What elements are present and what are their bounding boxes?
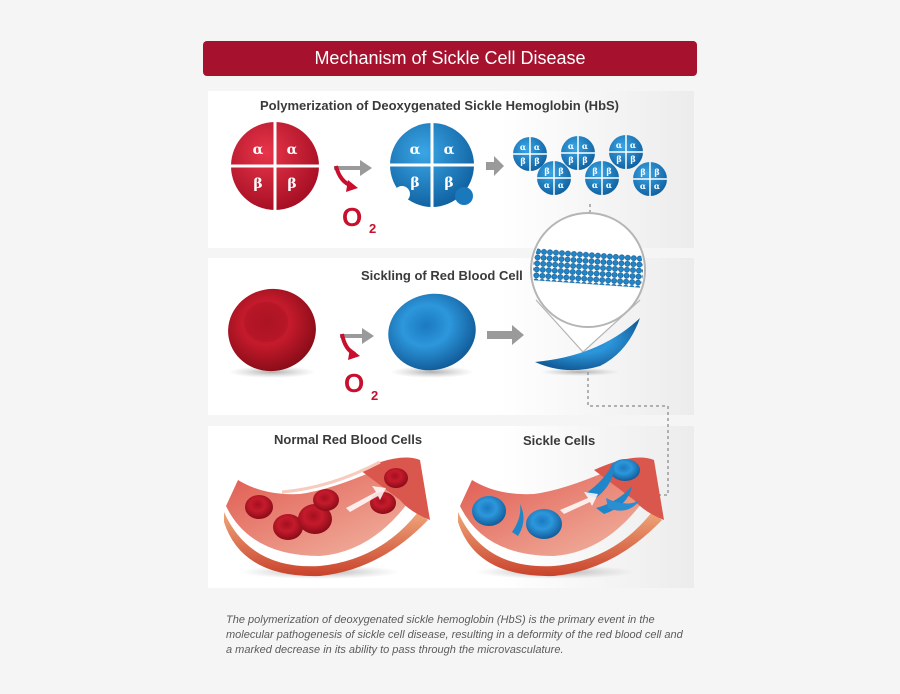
svg-text:β: β	[582, 155, 587, 165]
svg-text:β: β	[568, 155, 573, 165]
shadow	[540, 368, 620, 376]
shadow	[228, 366, 316, 378]
svg-text:α: α	[558, 180, 564, 190]
red-blood-cell	[384, 468, 408, 488]
sickle-cell	[606, 498, 640, 511]
svg-text:β: β	[630, 154, 635, 164]
oxygen-symbol-2: O 2	[344, 368, 378, 403]
beta-subunit-label: β	[444, 175, 453, 191]
alpha-subunit-label: α	[253, 142, 264, 158]
svg-text:β: β	[654, 167, 659, 177]
svg-text:α: α	[592, 180, 598, 190]
svg-text:β: β	[534, 156, 539, 166]
flow-arrow	[346, 486, 386, 512]
deoxygenation-arrow-2	[340, 328, 374, 360]
sickling-arrow	[487, 325, 524, 345]
shadow	[390, 366, 474, 378]
svg-text:α: α	[520, 142, 526, 152]
svg-text:β: β	[616, 154, 621, 164]
sickling-heading: Sickling of Red Blood Cell	[361, 268, 523, 283]
svg-text:β: β	[640, 167, 645, 177]
deoxygenation-arrow-1	[334, 160, 372, 192]
red-blood-cell	[273, 514, 303, 540]
beta-subunit-label: β	[287, 176, 296, 192]
svg-text:α: α	[568, 141, 574, 151]
red-blood-cell	[298, 504, 332, 534]
normal-hemoglobin-tetramer: α α β β	[231, 122, 319, 210]
alpha-subunit-label: α	[410, 142, 421, 158]
sickle-cell	[585, 462, 615, 498]
oxygen-label: O	[342, 202, 362, 232]
oxygen-symbol-1: O 2	[342, 202, 376, 236]
red-blood-cell	[370, 492, 396, 514]
alpha-subunit-label: α	[287, 142, 298, 158]
svg-text:α: α	[640, 181, 646, 191]
sickled-cell	[535, 318, 640, 371]
svg-text:α: α	[606, 180, 612, 190]
sickle-cell	[610, 459, 640, 481]
sickle-hemoglobin-tetramer: α α β β	[390, 123, 474, 207]
polymerization-heading: Polymerization of Deoxygenated Sickle He…	[260, 98, 620, 113]
sickle-cell	[472, 496, 506, 526]
normal-blood-vessel	[224, 457, 430, 577]
diagram-title: Mechanism of Sickle Cell Disease	[203, 41, 697, 76]
sickle-cells-heading: Sickle Cells	[523, 433, 596, 448]
beta-subunit-label: β	[410, 175, 419, 191]
svg-text:α: α	[630, 140, 636, 150]
sickle-blood-vessel	[458, 457, 664, 577]
sickle-cell	[512, 504, 524, 536]
red-blood-cell	[313, 489, 339, 511]
svg-text:α: α	[534, 142, 540, 152]
svg-text:α: α	[654, 181, 660, 191]
red-blood-cell	[245, 495, 273, 519]
svg-text:β: β	[592, 166, 597, 176]
svg-text:α: α	[544, 180, 550, 190]
oxygen-subscript: 2	[369, 221, 376, 236]
flow-arrow	[560, 492, 598, 514]
normal-red-blood-cell	[228, 288, 316, 372]
normal-cells-heading: Normal Red Blood Cells	[274, 432, 423, 447]
oxygen-label: O	[344, 368, 364, 398]
svg-text:β: β	[520, 156, 525, 166]
svg-text:α: α	[616, 140, 622, 150]
oxygen-subscript: 2	[371, 388, 378, 403]
caption: The polymerization of deoxygenated sickl…	[226, 614, 683, 656]
svg-text:α: α	[582, 141, 588, 151]
svg-text:β: β	[558, 166, 563, 176]
sickle-cell	[596, 486, 632, 514]
beta-subunit-label: β	[253, 176, 262, 192]
polymerization-arrow	[486, 156, 504, 176]
deoxygenated-blue-cell	[388, 293, 476, 371]
alpha-subunit-label: α	[444, 142, 455, 158]
svg-text:β: β	[544, 166, 549, 176]
sickle-cell	[526, 509, 562, 539]
polymer-fiber-zoom	[530, 212, 646, 328]
svg-text:β: β	[606, 166, 611, 176]
